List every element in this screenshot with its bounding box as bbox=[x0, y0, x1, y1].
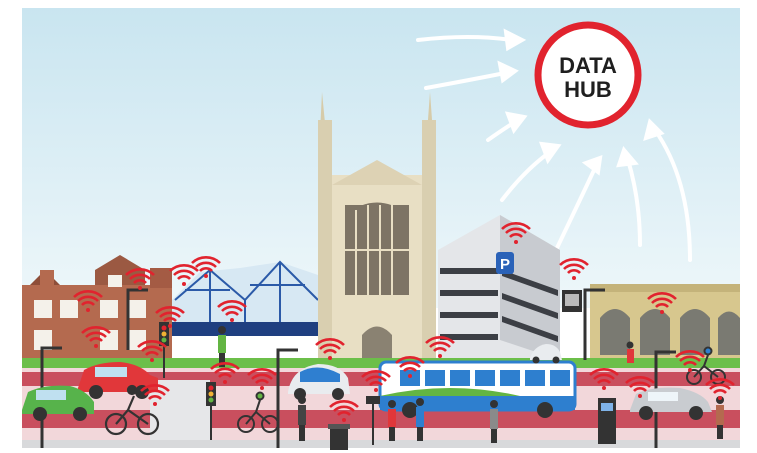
smart-car bbox=[288, 364, 350, 400]
svg-text:P: P bbox=[500, 256, 510, 273]
chapel bbox=[318, 92, 436, 365]
small-car-far bbox=[530, 344, 562, 364]
parking-icon bbox=[496, 252, 514, 274]
hub-label-line2: HUB bbox=[564, 77, 612, 102]
hub-label-line1: DATA bbox=[559, 53, 617, 78]
cyclist bbox=[237, 391, 279, 433]
cyclist bbox=[104, 384, 160, 436]
bus-stop-sign bbox=[366, 396, 380, 445]
stadium bbox=[172, 260, 319, 336]
red-car bbox=[78, 362, 158, 399]
smart-bin bbox=[328, 424, 350, 450]
grey-car bbox=[630, 387, 712, 420]
data-hub-badge: DATA HUB bbox=[534, 21, 642, 129]
arrow-icon bbox=[416, 28, 692, 262]
info-sign bbox=[562, 290, 582, 312]
car-park-building: P bbox=[438, 215, 560, 360]
green-car bbox=[22, 385, 94, 421]
traffic-light-icon bbox=[159, 322, 216, 440]
pedestrian bbox=[218, 326, 724, 443]
parking-meter bbox=[598, 398, 616, 444]
bus bbox=[378, 360, 577, 418]
